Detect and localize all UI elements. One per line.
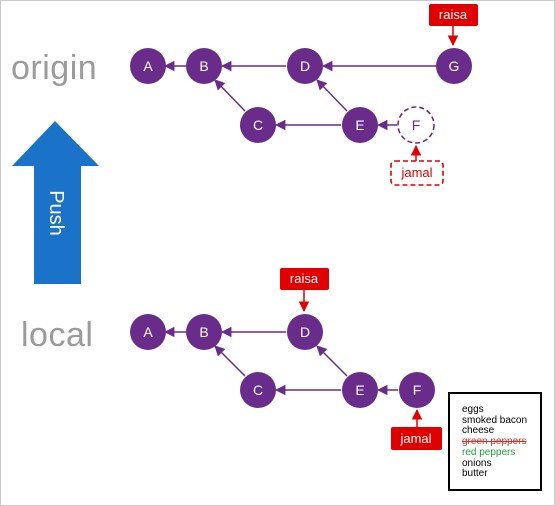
origin-edges (163, 60, 436, 131)
local-commit-A: A (130, 314, 166, 350)
commit-label: F (413, 382, 422, 398)
edge-local-E-D (316, 345, 348, 377)
origin-branch-tag-raisa: raisa (429, 4, 478, 47)
grocery-item-added: red peppers (462, 446, 516, 458)
local-commit-E: E (342, 372, 378, 408)
local-commit-C: C (240, 372, 276, 408)
origin-commit-C: C (240, 107, 276, 143)
commit-label: C (253, 382, 263, 398)
local-commit-D: D (287, 314, 323, 350)
grocery-item: onions (462, 457, 492, 469)
grocery-item-removed: green peppers (462, 436, 527, 448)
edge-origin-C-B (214, 79, 246, 112)
origin-commit-G: G (436, 48, 472, 84)
local-section-label: local (21, 316, 94, 354)
origin-commit-B: B (186, 48, 222, 84)
local-edges (163, 326, 398, 396)
grocery-item: cheese (462, 425, 495, 437)
local-commit-F: F (399, 372, 435, 408)
branch-tag-label: jamal (400, 165, 432, 180)
commit-label: A (143, 58, 153, 74)
branch-tag-label: raisa (290, 271, 319, 286)
commit-label: D (300, 324, 310, 340)
grocery-list-note: eggs smoked bacon cheese green peppers r… (448, 392, 542, 491)
commit-label: D (300, 58, 310, 74)
edge-origin-E-D (316, 79, 348, 112)
local-branch-tag-raisa: raisa (280, 268, 329, 313)
origin-ghost-commit-F: F (397, 106, 435, 144)
push-arrow-icon: Push (12, 121, 99, 284)
commit-label: G (449, 58, 460, 74)
grocery-item: smoked bacon (462, 414, 528, 426)
local-branch-tag-jamal: jamal (391, 408, 442, 450)
origin-commit-A: A (130, 48, 166, 84)
grocery-item: butter (462, 468, 488, 480)
commit-label: F (412, 117, 421, 133)
local-commit-B: B (186, 314, 222, 350)
commit-label: B (199, 58, 208, 74)
push-label: Push (45, 190, 67, 236)
commit-label: E (355, 117, 364, 133)
commit-label: E (355, 382, 364, 398)
commit-label: C (253, 117, 263, 133)
origin-commit-D: D (287, 48, 323, 84)
branch-tag-label: jamal (399, 431, 431, 446)
branch-tag-label: raisa (439, 7, 468, 22)
origin-commit-E: E (342, 107, 378, 143)
commit-label: B (199, 324, 208, 340)
commit-label: A (143, 324, 153, 340)
grocery-item: eggs (462, 404, 484, 415)
origin-branch-tag-jamal: jamal (390, 144, 444, 186)
edge-local-C-B (214, 345, 246, 377)
origin-section-label: origin (11, 49, 98, 87)
